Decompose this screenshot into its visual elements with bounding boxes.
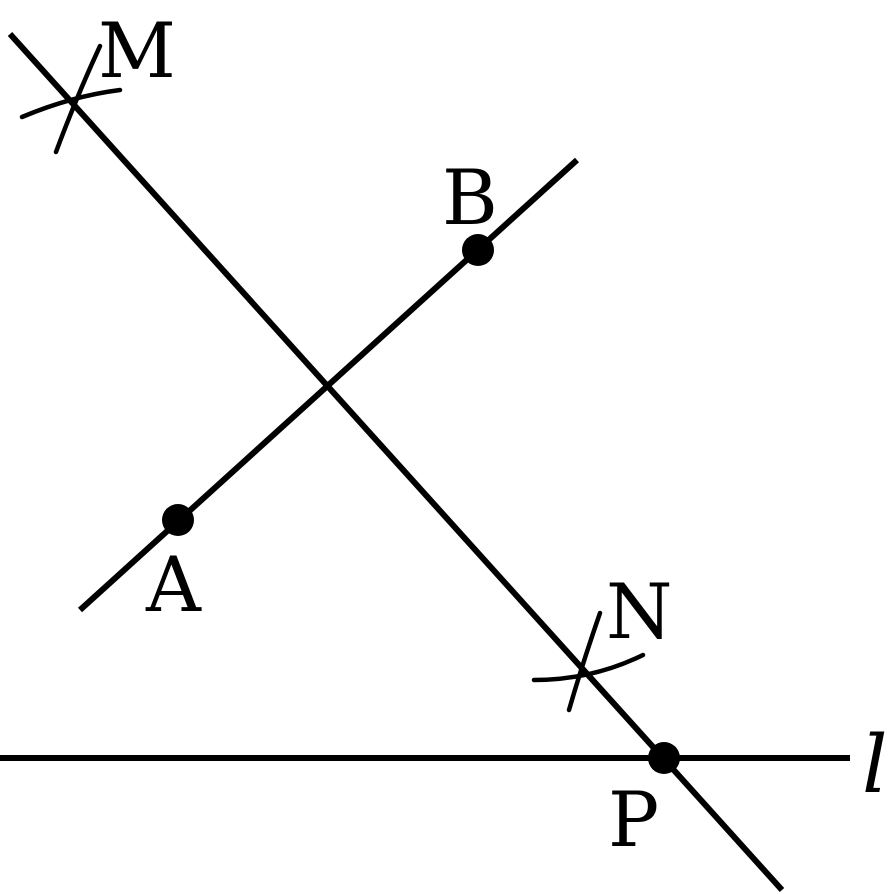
point-p xyxy=(648,742,680,774)
arc-m-lower xyxy=(53,43,103,155)
label-l: l xyxy=(862,718,888,811)
point-a xyxy=(162,504,194,536)
label-p: P xyxy=(608,775,659,864)
arc-m-upper xyxy=(19,87,123,120)
arc-n-upper xyxy=(531,652,646,683)
arc-n-lower xyxy=(566,610,603,713)
label-b: B xyxy=(442,153,498,242)
label-m: M xyxy=(98,6,176,95)
point-b xyxy=(462,234,494,266)
line-ab xyxy=(77,157,580,613)
label-n: N xyxy=(606,567,673,656)
label-a: A xyxy=(145,540,202,629)
